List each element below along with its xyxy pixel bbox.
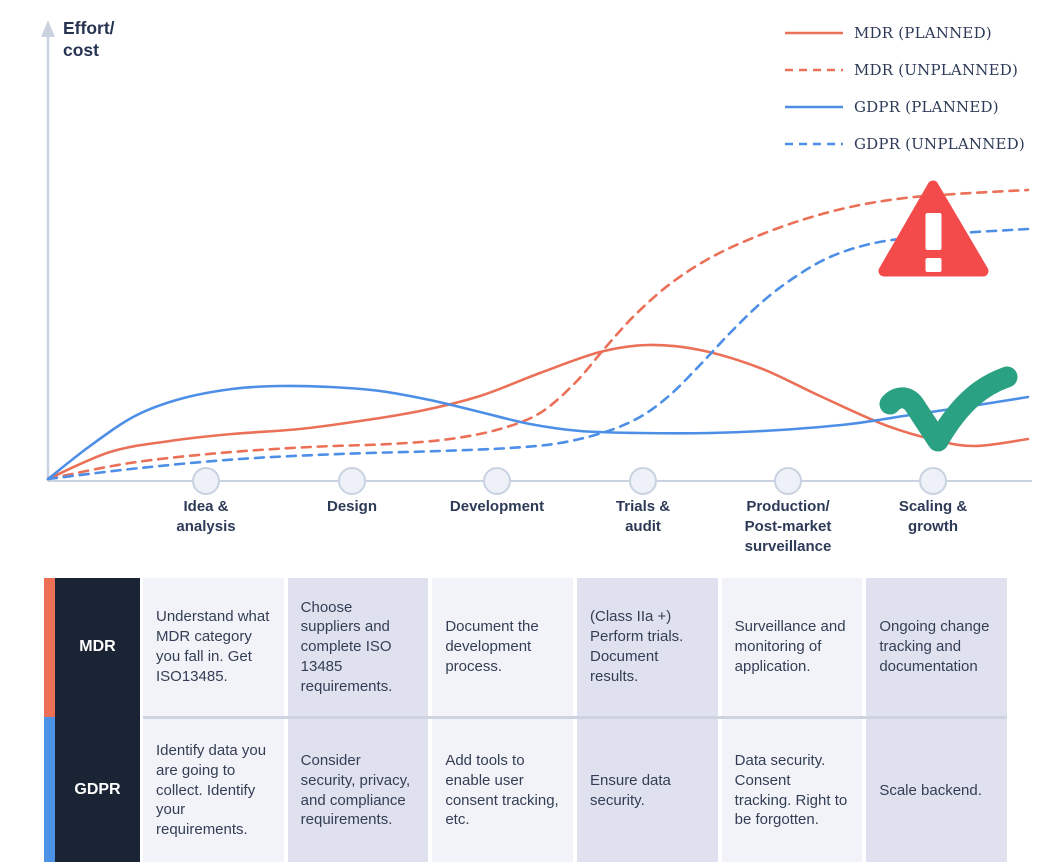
legend-label: GDPR (PLANNED)	[854, 97, 999, 116]
legend-line-sample	[785, 142, 843, 145]
check-mark-icon	[879, 366, 1018, 452]
legend-item: MDR (PLANNED)	[785, 21, 1025, 44]
milestone-dot-6	[919, 467, 947, 495]
row-header-gdpr: GDPR	[74, 781, 121, 798]
cell-gdpr-3: Add tools to enable user consent trackin…	[432, 719, 573, 862]
legend-label: MDR (PLANNED)	[854, 23, 992, 42]
legend-item: GDPR (UNPLANNED)	[785, 132, 1025, 155]
legend-line-sample	[785, 31, 843, 34]
cell-mdr-5: Surveillance and monitoring of applicati…	[721, 578, 863, 716]
milestone-dot-1	[192, 467, 220, 495]
legend-line-sample	[785, 68, 843, 71]
accent-mdr	[44, 578, 55, 717]
cell-gdpr-4: Ensure data security.	[577, 719, 718, 862]
phase-label-3: Development	[449, 498, 545, 515]
milestone-dot-2	[338, 467, 366, 495]
row-separator	[143, 716, 1007, 719]
cell-mdr-2: Choose suppliers and complete ISO 13485 …	[287, 578, 429, 716]
table-cells: Understand what MDR category you fall in…	[143, 578, 1007, 862]
legend-item: MDR (UNPLANNED)	[785, 58, 1025, 81]
cell-mdr-4: (Class IIa +) Perform trials. Document r…	[577, 578, 718, 716]
cell-gdpr-5: Data security. Consent tracking. Right t…	[721, 719, 863, 862]
y-axis-arrow-icon	[41, 20, 55, 37]
row-accent-bar	[44, 578, 55, 862]
y-axis-label: Effort/ cost	[63, 18, 115, 61]
phase-label-1: Idea & analysis	[176, 498, 236, 535]
phase-label-5: Production/ Post-market surveillance	[744, 498, 832, 555]
compliance-table: MDR GDPR Understand what MDR category you…	[44, 578, 1007, 862]
cell-gdpr-6: Scale backend.	[866, 719, 1007, 862]
milestone-dot-4	[629, 467, 657, 495]
cell-mdr-6: Ongoing change tracking and documentatio…	[866, 578, 1007, 716]
cell-gdpr-2: Consider security, privacy, and complian…	[287, 719, 429, 862]
chart-legend: MDR (PLANNED) MDR (UNPLANNED) GDPR (PLANNE…	[785, 21, 1025, 169]
legend-line-sample	[785, 105, 843, 108]
series-line-mdr-unplanned	[46, 188, 1030, 481]
legend-item: GDPR (PLANNED)	[785, 95, 1025, 118]
phase-label-4: Trials & audit	[615, 498, 671, 535]
cell-gdpr-1: Identify data you are going to collect. …	[143, 719, 284, 862]
cell-mdr-1: Understand what MDR category you fall in…	[143, 578, 284, 716]
phase-label-2: Design	[326, 498, 377, 515]
legend-label: MDR (UNPLANNED)	[854, 60, 1019, 79]
row-header-column: MDR GDPR	[55, 578, 140, 862]
phase-label-6: Scaling & growth	[898, 498, 968, 535]
series-line-gdpr-unplanned	[46, 227, 1030, 481]
milestone-dot-5	[774, 467, 802, 495]
legend-label: GDPR (UNPLANNED)	[854, 134, 1025, 153]
warning-triangle-icon	[878, 180, 989, 277]
series-line-gdpr-planned	[46, 384, 1030, 481]
series-line-mdr-planned	[46, 343, 1030, 481]
cell-mdr-3: Document the development process.	[432, 578, 573, 716]
accent-gdpr	[44, 717, 55, 862]
effort-cost-chart	[41, 20, 1032, 495]
milestone-dot-3	[483, 467, 511, 495]
row-header-mdr: MDR	[79, 638, 116, 655]
